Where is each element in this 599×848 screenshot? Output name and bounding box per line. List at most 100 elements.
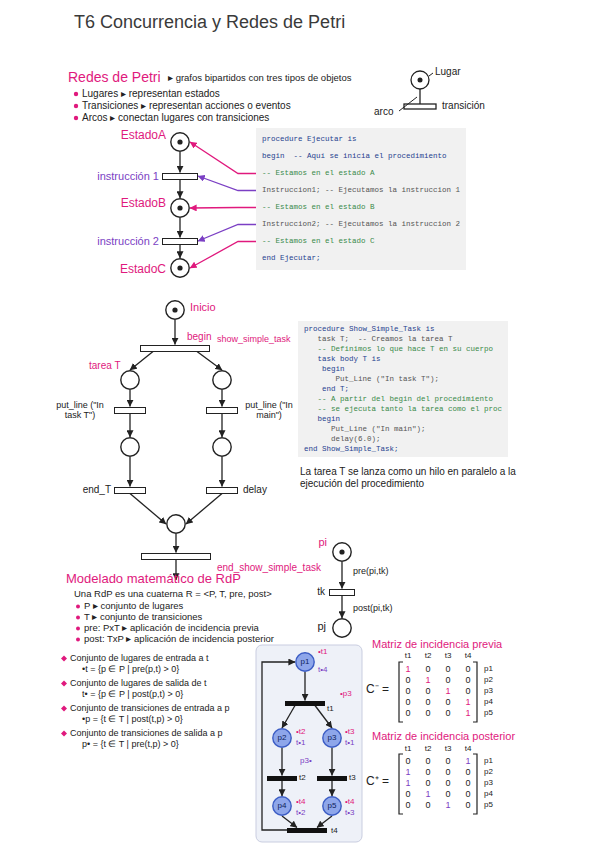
transition: tk xyxy=(329,589,355,596)
matrix-title: Matriz de incidencia posterior xyxy=(372,730,515,743)
place-circle xyxy=(121,371,139,389)
row-header: p3 xyxy=(484,686,493,695)
transition: put_line ("In main") xyxy=(206,407,238,414)
place-outline xyxy=(170,198,190,218)
matrix-cell: 0 xyxy=(405,789,410,799)
matrix-cell: 0 xyxy=(425,686,430,696)
place xyxy=(166,514,186,534)
place-circle xyxy=(171,199,189,217)
formula: p• = {t ∈ T | pre(t,p) > 0} xyxy=(82,739,179,749)
set-annotation: p3• xyxy=(300,756,312,765)
petri-arc xyxy=(221,390,222,407)
petri-arc xyxy=(331,748,332,776)
bullet-text: Arcos ▸ conectan lugares con transicione… xyxy=(82,112,269,124)
bullet-diamond xyxy=(61,706,67,712)
petri-arc xyxy=(341,562,342,589)
place: EstadoC xyxy=(170,258,190,278)
arc-label: show_simple_task xyxy=(216,334,292,344)
bullet-dot xyxy=(76,616,80,620)
bullet-diamond xyxy=(61,731,67,737)
petri-arc xyxy=(129,457,130,487)
place-name: p3 xyxy=(322,728,342,748)
place-outline xyxy=(165,300,185,320)
code-line: Instruccion1; -- Ejecutamos la instrucci… xyxy=(262,182,460,199)
legend-place-symbol xyxy=(411,71,429,89)
legend-label: Lugar xyxy=(435,66,461,78)
row-header: p2 xyxy=(484,767,493,776)
column-header: t3 xyxy=(445,651,452,660)
place-outline xyxy=(170,132,190,152)
place-name: p1 xyxy=(295,652,315,672)
bullet-text: pre: PxT ▸ aplicación de incidencia prev… xyxy=(84,623,259,634)
matrix-cell: 0 xyxy=(445,675,450,685)
row-header: p5 xyxy=(484,800,493,809)
petri-arc xyxy=(190,242,256,269)
set-annotation: t•1 xyxy=(296,738,305,747)
token xyxy=(177,139,182,144)
petri-arc xyxy=(130,494,166,525)
place: EstadoA xyxy=(170,132,190,152)
bullet-text: post: TxP ▸ aplicación de incidencia pos… xyxy=(84,634,274,645)
petri-net-figure-background xyxy=(256,645,362,842)
place-outline xyxy=(332,542,352,562)
matrix-cell: 0 xyxy=(445,767,450,777)
transition-label: t3 xyxy=(349,773,356,782)
petri-arc xyxy=(179,218,180,238)
section-heading: Modelado matemático de RdP xyxy=(66,572,241,587)
set-annotation: t•4 xyxy=(318,665,327,674)
transition: delay xyxy=(206,487,238,494)
page-title: T6 Concurrencia y Redes de Petri xyxy=(74,12,345,33)
legend-transition-symbol xyxy=(404,104,436,109)
matrix-bracket xyxy=(473,662,477,722)
code-line: -- A partir del begin del procedimiento xyxy=(304,394,502,404)
code-line: -- Estamos en el estado A xyxy=(262,165,460,182)
bullet-dot xyxy=(74,104,78,108)
petri-arc xyxy=(281,748,282,776)
place-label: EstadoB xyxy=(121,197,166,211)
matrix-cell: 0 xyxy=(445,664,450,674)
petri-arc xyxy=(130,352,153,371)
petri-arc xyxy=(282,706,295,729)
bullet-diamond xyxy=(61,656,67,662)
set-annotation: t•2 xyxy=(296,808,305,817)
matrix-cell: 0 xyxy=(425,697,430,707)
code-line: -- se ejecuta tanto la tarea como el pro… xyxy=(304,404,502,414)
code-line: delay(6.0); xyxy=(304,434,502,444)
net-place: p4 xyxy=(272,796,292,816)
matrix-cell: 0 xyxy=(445,708,450,718)
row-header: p5 xyxy=(484,708,493,717)
transition: instrucción 1 xyxy=(162,173,198,180)
bullet-text: Lugares ▸ representan estados xyxy=(82,88,220,100)
transition: instrucción 2 xyxy=(162,238,198,245)
code-line: end T; xyxy=(304,384,502,394)
row-header: p1 xyxy=(484,664,493,673)
definition-text: Conjunto de lugares de salida de t xyxy=(70,678,207,688)
matrix-cell: 1 xyxy=(465,708,470,718)
petri-arc xyxy=(197,352,222,371)
matrix-cell: 1 xyxy=(405,778,410,788)
formula: •p = {t ∈ T | post(t,p) > 0} xyxy=(82,714,183,724)
place-circle xyxy=(333,543,351,561)
place-label: Inicio xyxy=(190,301,216,314)
matrix-cell: 0 xyxy=(425,756,430,766)
petri-arc xyxy=(129,414,130,438)
place-outline xyxy=(166,514,186,534)
arc-label: tarea T xyxy=(88,360,122,372)
petri-arc xyxy=(331,781,332,797)
matrix-bracket xyxy=(473,754,477,814)
place-label: pi xyxy=(318,536,327,549)
bullet-dot xyxy=(74,116,78,120)
transition: end_T xyxy=(114,487,146,494)
note-text: ▸ grafos bipartidos con tres tipos de ob… xyxy=(168,73,352,84)
matrix-name: C⁺ = xyxy=(366,775,389,789)
matrix-cell: 0 xyxy=(425,800,430,810)
token xyxy=(177,265,182,270)
code-line: end Show_Simple_Task; xyxy=(304,444,502,454)
place-label: EstadoC xyxy=(120,263,166,277)
petri-arc xyxy=(221,457,222,487)
transition: put_line ("In task T") xyxy=(114,407,146,414)
place-outline xyxy=(212,437,232,457)
set-annotation: •t4 xyxy=(345,797,354,806)
place-outline xyxy=(332,618,352,638)
